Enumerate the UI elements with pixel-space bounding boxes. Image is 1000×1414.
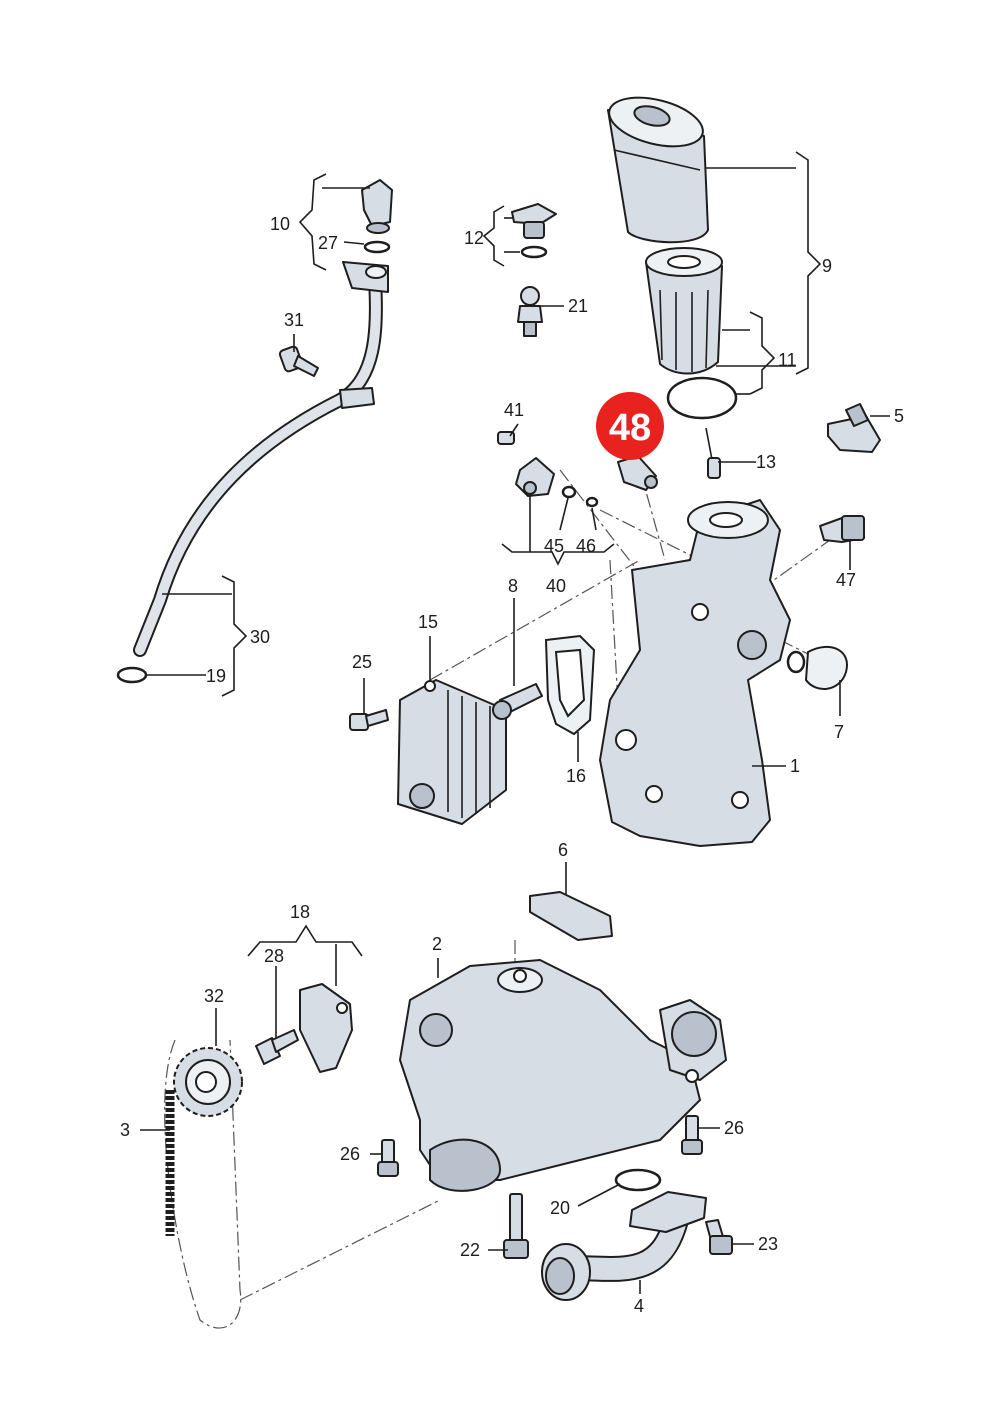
oil-pump-2 [399, 959, 727, 1192]
callout-16: 16 [566, 766, 586, 786]
callout-28: 28 [264, 946, 284, 966]
callout-3: 3 [120, 1120, 130, 1140]
o-ring-19 [116, 666, 148, 684]
callout-12: 12 [464, 228, 484, 248]
callout-10: 10 [270, 214, 290, 234]
callout-15: 15 [418, 612, 438, 632]
highlight-marker-48: 48 [596, 392, 664, 460]
dipstick-guide-tube [133, 261, 389, 657]
oil-cooler-15 [397, 679, 507, 825]
clip-5 [827, 403, 881, 453]
oil-filler-cap [511, 203, 557, 239]
sprocket-32 [173, 1047, 243, 1117]
bolt-28 [255, 1029, 299, 1065]
callout-8: 8 [508, 576, 518, 596]
callout-26-left: 26 [340, 1144, 360, 1164]
filter-seal-ring [666, 376, 738, 420]
o-ring-46 [585, 496, 599, 508]
callout-19: 19 [206, 666, 226, 686]
callout-23: 23 [758, 1234, 778, 1254]
callout-2: 2 [432, 934, 442, 954]
oil-filter-bracket-1 [599, 499, 791, 847]
gasket-7 [786, 645, 848, 690]
o-ring-45 [561, 485, 577, 499]
marker-label: 48 [609, 407, 651, 449]
callout-22: 22 [460, 1240, 480, 1260]
bolt-23 [705, 1219, 733, 1255]
callout-25: 25 [352, 652, 372, 672]
callout-13: 13 [756, 452, 776, 472]
callout-41: 41 [504, 400, 524, 420]
callout-4: 4 [634, 1296, 644, 1316]
sensor-47 [819, 515, 865, 543]
callout-26-right: 26 [724, 1118, 744, 1138]
bolt-31 [278, 345, 319, 377]
callout-1: 1 [790, 756, 800, 776]
oil-pressure-switch-48 [617, 455, 658, 491]
suction-pipe-4 [541, 1191, 707, 1301]
gasket-16-inner [554, 648, 586, 718]
callout-45: 45 [544, 536, 564, 556]
callout-40: 40 [546, 576, 566, 596]
callout-20: 20 [550, 1198, 570, 1218]
o-ring-27 [363, 240, 391, 254]
marker-circle [596, 392, 664, 460]
callout-18: 18 [290, 902, 310, 922]
cap-seal [520, 245, 548, 259]
callout-6: 6 [558, 840, 568, 860]
callout-46: 46 [576, 536, 596, 556]
hollow-bolt-8 [492, 683, 543, 720]
dipstick-handle [361, 179, 393, 234]
callout-47: 47 [836, 570, 856, 590]
callout-31: 31 [284, 310, 304, 330]
ball-stud-21 [517, 286, 543, 337]
callout-11: 11 [778, 350, 797, 370]
chain-tensioner-18 [299, 983, 353, 1073]
callout-9: 9 [822, 256, 832, 276]
bolt-26-left [377, 1139, 399, 1177]
bolt-22 [503, 1193, 529, 1259]
callout-7: 7 [834, 722, 844, 742]
callout-21: 21 [568, 296, 588, 316]
plate-6 [529, 891, 613, 941]
sender-13 [705, 427, 721, 479]
callout-labels: 10 27 31 30 19 12 21 9 11 5 13 47 41 45 … [120, 214, 904, 1316]
callout-32: 32 [204, 986, 224, 1006]
callout-27: 27 [318, 233, 338, 253]
callout-30: 30 [250, 627, 270, 647]
oil-filter-cup [607, 96, 709, 244]
callout-5: 5 [894, 406, 904, 426]
leaders [140, 151, 890, 1294]
bolt-25 [349, 709, 389, 731]
o-ring-20 [614, 1168, 662, 1192]
oil-filter-element [645, 247, 723, 375]
bolt-26-right [681, 1115, 703, 1155]
valve-assembly-40 [497, 431, 555, 497]
